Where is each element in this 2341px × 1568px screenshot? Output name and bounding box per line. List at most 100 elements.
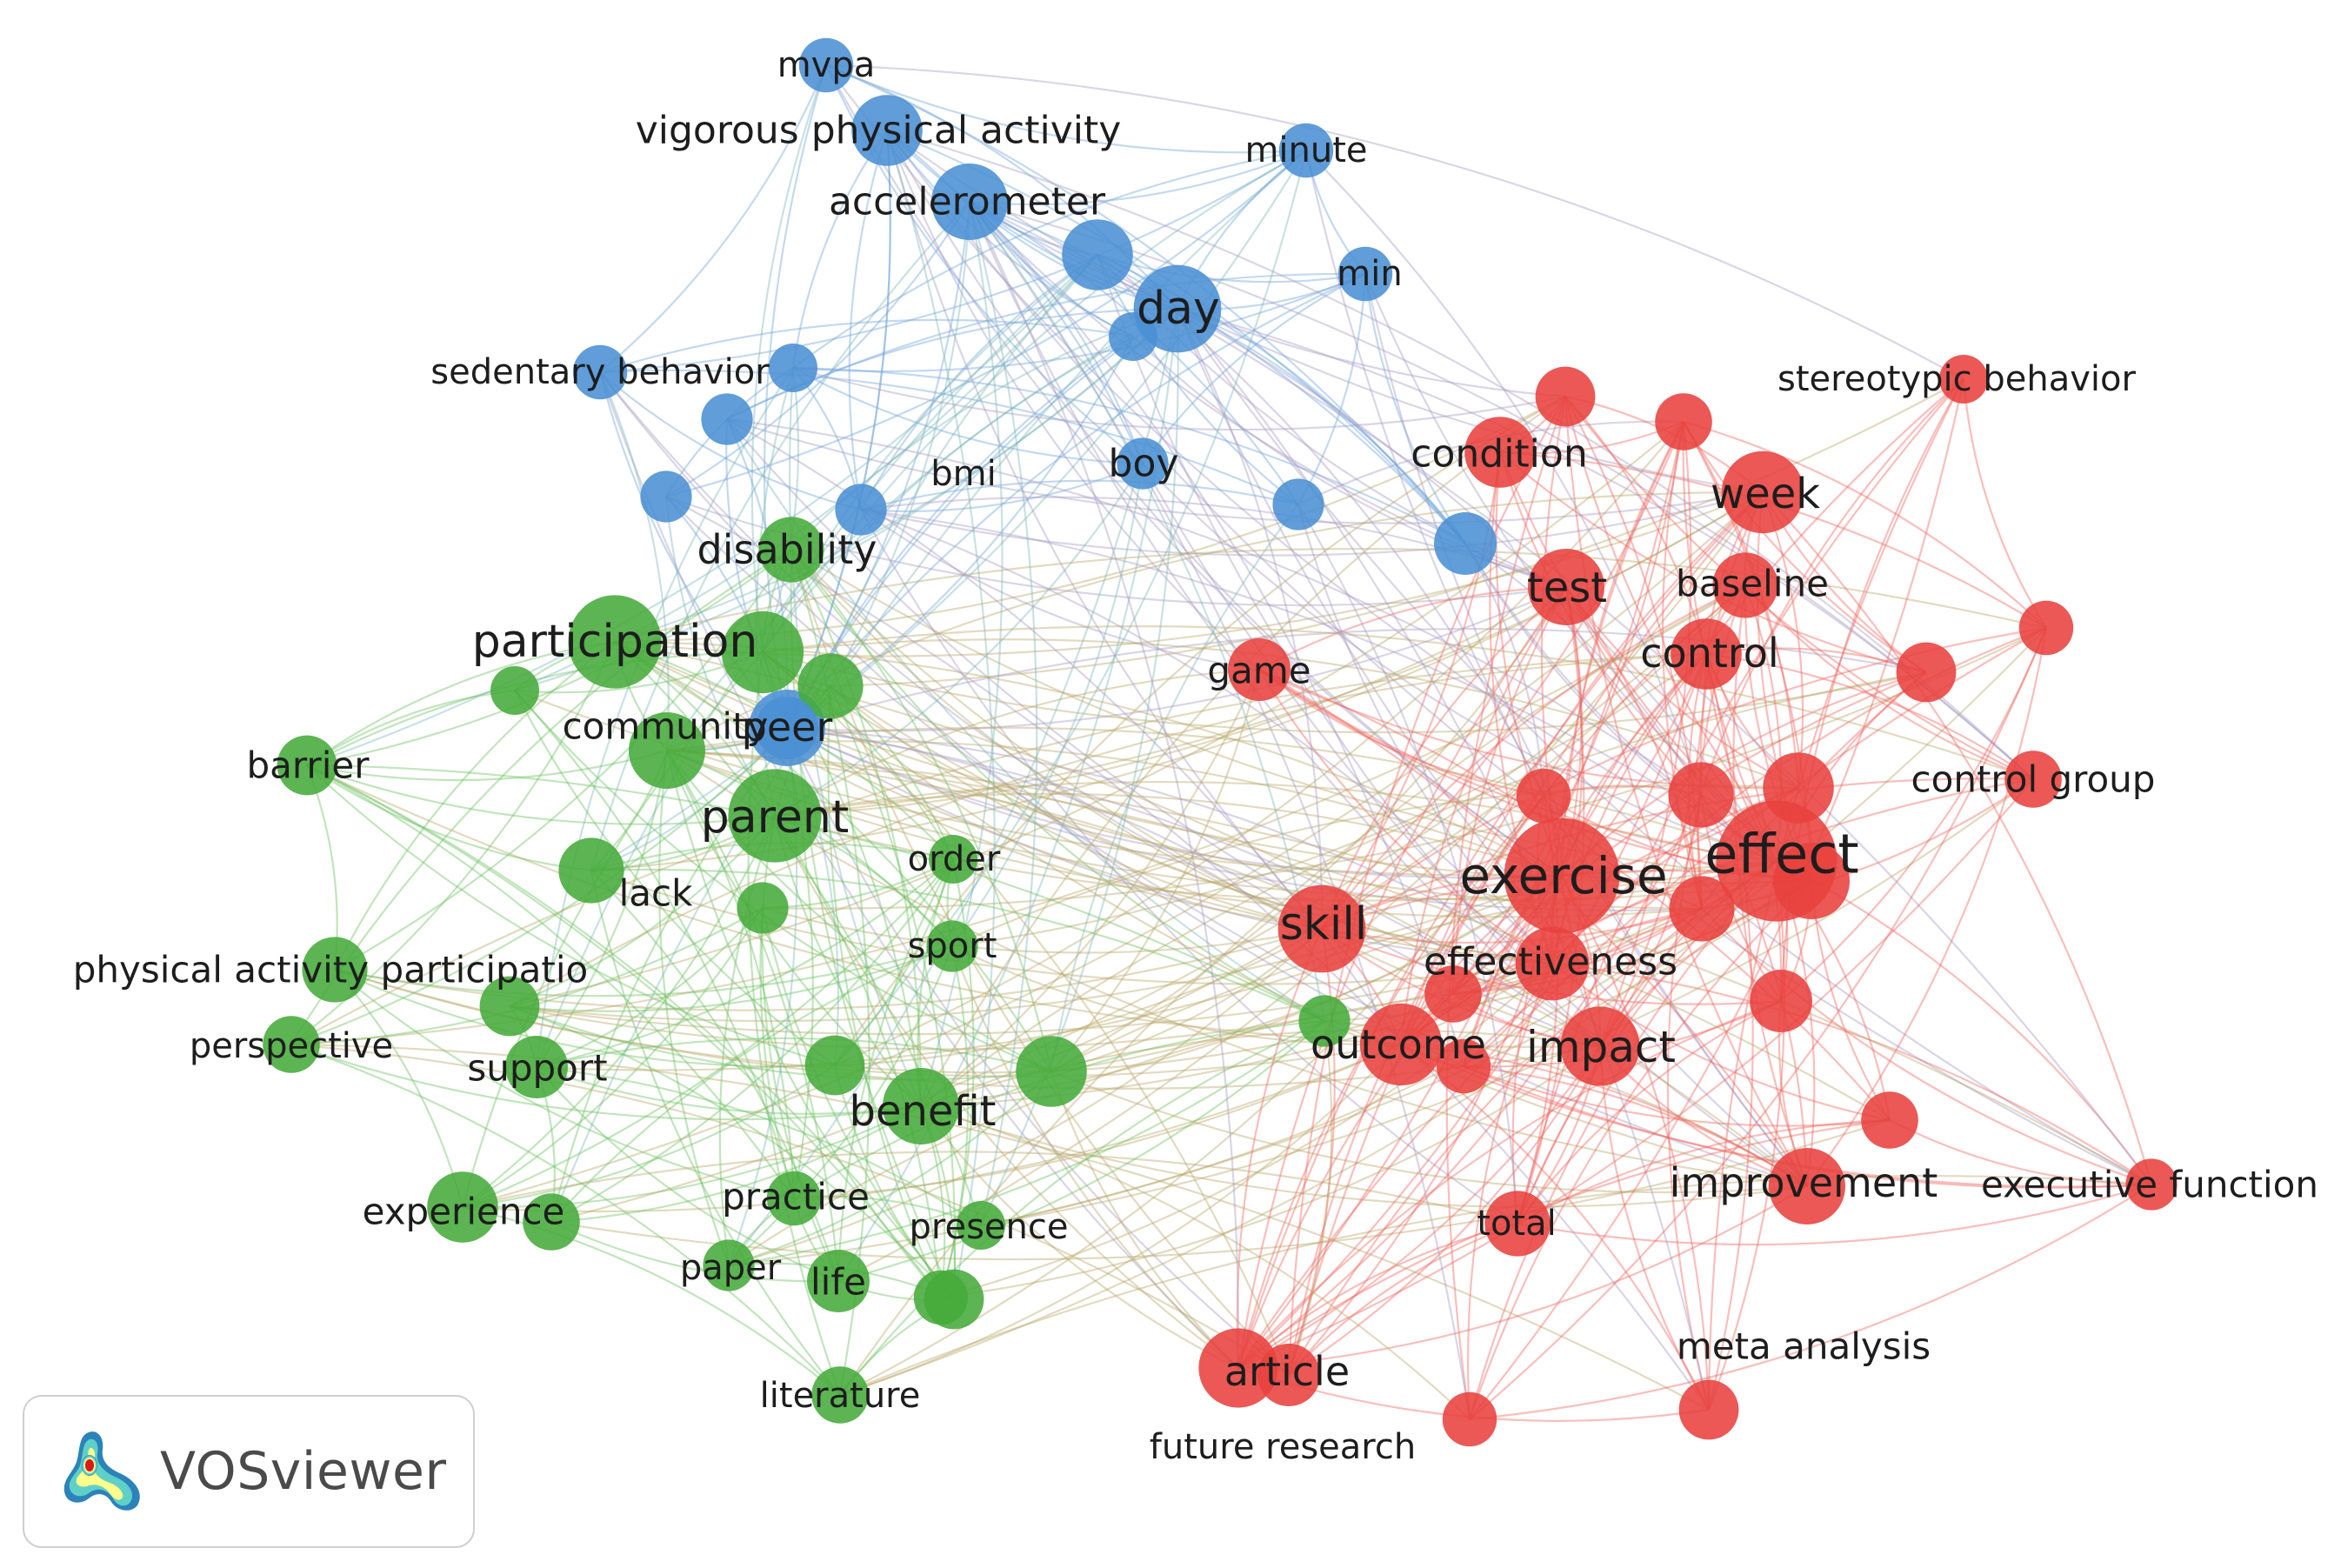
node-physical-activity-participatio[interactable] bbox=[302, 937, 368, 1003]
node-meta-analysis[interactable] bbox=[1678, 1379, 1739, 1440]
node-label-skill[interactable]: skill bbox=[1280, 898, 1368, 951]
node-unlabeled[interactable] bbox=[797, 653, 864, 719]
node-literature[interactable] bbox=[811, 1366, 869, 1424]
node-mvpa[interactable] bbox=[798, 37, 854, 93]
node-unlabeled[interactable] bbox=[1436, 1038, 1491, 1094]
node-bmi[interactable] bbox=[835, 484, 887, 536]
node-order[interactable] bbox=[929, 835, 977, 884]
node-label-week[interactable]: week bbox=[1711, 470, 1820, 518]
node-sedentary-behavior[interactable] bbox=[572, 344, 628, 400]
node-unlabeled[interactable] bbox=[1062, 219, 1133, 290]
node-perspective[interactable] bbox=[263, 1016, 320, 1073]
node-label-barrier[interactable]: barrier bbox=[247, 744, 370, 787]
node-label-test[interactable]: test bbox=[1527, 564, 1607, 612]
node-unlabeled[interactable] bbox=[721, 611, 804, 694]
node-label-min[interactable]: min bbox=[1337, 254, 1402, 294]
node-exercise[interactable] bbox=[1504, 817, 1620, 934]
node-label-lack[interactable]: lack bbox=[619, 872, 693, 915]
node-unlabeled[interactable] bbox=[1298, 995, 1351, 1047]
node-label-presence[interactable]: presence bbox=[910, 1207, 1069, 1247]
node-support[interactable] bbox=[505, 1036, 568, 1098]
node-unlabeled[interactable] bbox=[1257, 1344, 1320, 1406]
node-week[interactable] bbox=[1721, 450, 1804, 534]
node-paper[interactable] bbox=[703, 1239, 755, 1291]
node-label-day[interactable]: day bbox=[1137, 283, 1220, 335]
node-label-mvpa[interactable]: mvpa bbox=[777, 45, 876, 85]
node-unlabeled[interactable] bbox=[1669, 876, 1735, 942]
node-participation[interactable] bbox=[568, 595, 662, 689]
node-label-article[interactable]: article bbox=[1224, 1348, 1350, 1395]
node-control[interactable] bbox=[1671, 618, 1742, 690]
node-label-impact[interactable]: impact bbox=[1526, 1022, 1676, 1072]
node-barrier[interactable] bbox=[277, 735, 337, 796]
node-label-meta-analysis[interactable]: meta analysis bbox=[1677, 1325, 1931, 1368]
node-unlabeled[interactable] bbox=[1016, 1036, 1087, 1107]
node-unlabeled[interactable] bbox=[1424, 965, 1482, 1023]
node-unlabeled[interactable] bbox=[1750, 970, 1812, 1032]
node-label-minute[interactable]: minute bbox=[1244, 130, 1367, 170]
node-label-life[interactable]: life bbox=[810, 1261, 866, 1304]
node-future-research[interactable] bbox=[1442, 1391, 1497, 1447]
node-label-literature[interactable]: literature bbox=[760, 1376, 921, 1416]
node-experience[interactable] bbox=[427, 1171, 498, 1243]
node-outcome[interactable] bbox=[1359, 1003, 1443, 1086]
node-unlabeled[interactable] bbox=[2018, 600, 2074, 656]
node-label-support[interactable]: support bbox=[467, 1047, 607, 1090]
node-unlabeled[interactable] bbox=[769, 344, 817, 392]
node-unlabeled[interactable] bbox=[804, 1035, 865, 1096]
node-vigorous-physical-activity[interactable] bbox=[851, 95, 923, 166]
node-unlabeled[interactable] bbox=[701, 393, 753, 445]
node-unlabeled[interactable] bbox=[737, 882, 789, 934]
node-label-control[interactable]: control bbox=[1640, 630, 1778, 677]
node-label-control-group[interactable]: control group bbox=[1911, 758, 2156, 801]
node-unlabeled[interactable] bbox=[1109, 312, 1157, 361]
node-unlabeled[interactable] bbox=[490, 666, 539, 715]
node-community[interactable] bbox=[629, 712, 705, 789]
node-label-paper[interactable]: paper bbox=[680, 1248, 782, 1288]
node-sport[interactable] bbox=[926, 920, 978, 972]
node-game[interactable] bbox=[1228, 638, 1291, 701]
node-label-executive-function[interactable]: executive function bbox=[1981, 1164, 2318, 1206]
node-unlabeled[interactable] bbox=[1535, 366, 1596, 427]
node-parent[interactable] bbox=[728, 769, 822, 863]
node-unlabeled[interactable] bbox=[479, 976, 540, 1037]
node-unlabeled[interactable] bbox=[640, 470, 692, 523]
node-label-perspective[interactable]: perspective bbox=[190, 1026, 393, 1066]
node-article[interactable] bbox=[1198, 1328, 1278, 1408]
node-label-practice[interactable]: practice bbox=[722, 1176, 870, 1218]
node-label-sedentary-behavior[interactable]: sedentary behavior bbox=[430, 352, 770, 392]
node-total[interactable] bbox=[1484, 1191, 1551, 1257]
node-unlabeled[interactable] bbox=[1773, 843, 1850, 919]
node-stereotypic-behavior[interactable] bbox=[1939, 355, 1988, 404]
node-label-vigorous-physical-activity[interactable]: vigorous physical activity bbox=[636, 109, 1122, 153]
node-label-bmi[interactable]: bmi bbox=[930, 454, 996, 494]
node-improvement[interactable] bbox=[1769, 1148, 1845, 1224]
node-benefit[interactable] bbox=[883, 1068, 959, 1144]
node-unlabeled[interactable] bbox=[1516, 768, 1571, 824]
node-unlabeled[interactable] bbox=[1668, 762, 1734, 828]
node-unlabeled[interactable] bbox=[913, 1270, 969, 1325]
node-control-group[interactable] bbox=[2004, 751, 2062, 808]
node-disability[interactable] bbox=[758, 517, 824, 583]
node-unlabeled[interactable] bbox=[756, 697, 818, 759]
node-accelerometer[interactable] bbox=[931, 163, 1008, 240]
node-label-boy[interactable]: boy bbox=[1109, 442, 1179, 486]
node-unlabeled[interactable] bbox=[1655, 393, 1712, 450]
node-baseline[interactable] bbox=[1712, 552, 1778, 618]
node-label-baseline[interactable]: baseline bbox=[1676, 563, 1829, 605]
node-unlabeled[interactable] bbox=[1896, 642, 1957, 703]
node-label-peer[interactable]: peer bbox=[742, 704, 833, 751]
node-label-total[interactable]: total bbox=[1477, 1204, 1556, 1244]
node-label-community[interactable]: community bbox=[563, 705, 769, 748]
node-lack[interactable] bbox=[558, 837, 624, 904]
node-unlabeled[interactable] bbox=[1861, 1091, 1918, 1149]
node-label-outcome[interactable]: outcome bbox=[1311, 1021, 1486, 1068]
node-label-exercise[interactable]: exercise bbox=[1459, 846, 1667, 905]
node-label-physical-activity-participatio[interactable]: physical activity participatio bbox=[73, 949, 589, 991]
node-label-accelerometer[interactable]: accelerometer bbox=[829, 180, 1106, 224]
node-label-stereotypic-behavior[interactable]: stereotypic behavior bbox=[1777, 359, 2136, 399]
node-label-effect[interactable]: effect bbox=[1704, 823, 1858, 886]
node-minute[interactable] bbox=[1278, 123, 1334, 178]
node-executive-function[interactable] bbox=[2125, 1158, 2178, 1211]
node-skill[interactable] bbox=[1277, 884, 1366, 973]
